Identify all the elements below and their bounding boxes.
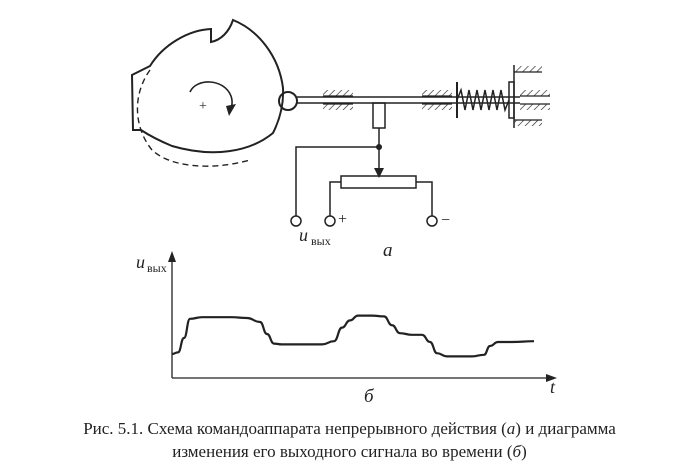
slider-block — [372, 102, 386, 129]
signal-line — [171, 314, 535, 358]
output-voltage-label: u — [299, 225, 308, 245]
resistor-left-wire — [329, 181, 341, 216]
plus-terminal — [324, 215, 336, 227]
spring-coil — [456, 87, 510, 113]
caption-line-1-end: ) и диаграмма — [515, 419, 616, 438]
part-a-label: а — [383, 240, 393, 261]
guide-support-right — [422, 90, 452, 110]
y-axis-label: u — [136, 252, 145, 272]
potentiometer-circuit: + − u вых а — [290, 102, 450, 261]
caption-line-2-ref-b: б — [512, 442, 522, 461]
cam-dashed-arc — [136, 69, 251, 167]
output-terminal — [290, 215, 302, 227]
cam-center-mark: + — [199, 99, 207, 114]
plus-sign-label: + — [338, 211, 347, 228]
caption-line-2: изменения его выходного сигнала во време… — [0, 441, 699, 463]
minus-terminal — [426, 215, 438, 227]
caption-line-2-start: изменения его выходного сигнала во време… — [172, 442, 513, 461]
signal-chart: u вых t б — [136, 251, 557, 407]
output-voltage-subscript: вых — [311, 234, 331, 248]
resistor-right-wire — [416, 181, 433, 216]
y-axis-arrowhead — [168, 251, 176, 262]
resistor — [340, 175, 417, 189]
rotation-arrow — [189, 81, 233, 112]
follower-roller — [278, 91, 298, 111]
minus-sign-label: − — [441, 212, 450, 229]
caption-line-1-ref-a: а — [506, 419, 516, 438]
caption-line-2-end: ) — [521, 442, 527, 461]
caption-line-1: Рис. 5.1. Схема командоаппарата непрерыв… — [0, 418, 699, 440]
caption-line-1-start: Рис. 5.1. Схема командоаппарата непрерыв… — [83, 419, 507, 438]
slider-arrowhead — [374, 168, 384, 178]
guide-support-left — [323, 90, 353, 110]
part-b-label: б — [364, 386, 375, 407]
y-axis-label-subscript: вых — [147, 261, 167, 275]
x-axis-label: t — [550, 377, 556, 397]
cam-body — [130, 18, 285, 154]
rotation-arrowhead — [226, 104, 236, 116]
x-axis-arrowhead — [546, 374, 557, 382]
cam-mechanism: + — [130, 18, 550, 167]
output-wire — [295, 146, 379, 216]
